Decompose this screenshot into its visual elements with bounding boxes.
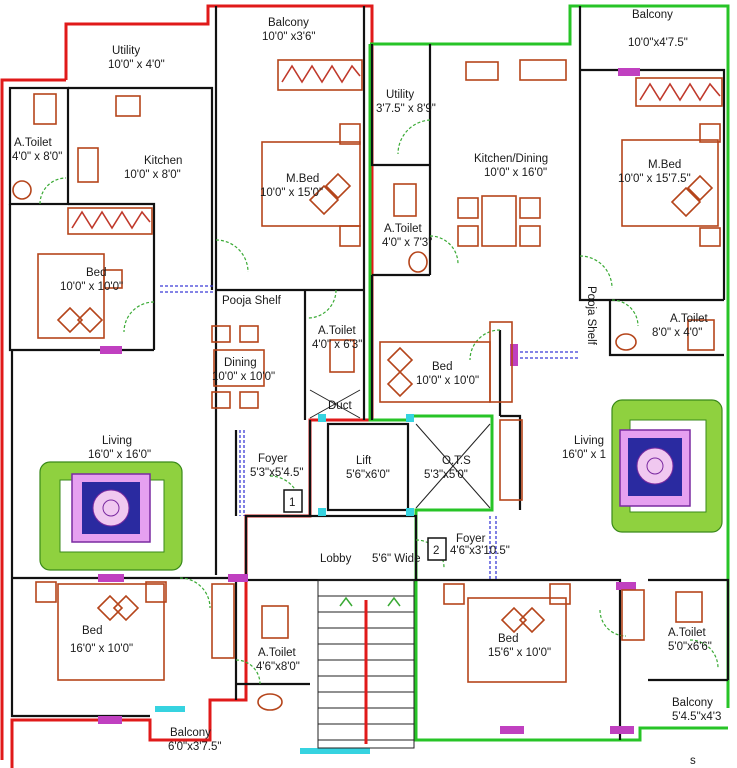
mbed-right-dim: 10'0" x 15'7.5"	[618, 173, 691, 185]
corner-mark: s	[690, 755, 696, 767]
labels: Balcony 10'0" x3'6" Utility 10'0" x 4'0"…	[12, 9, 721, 753]
foyer-left-name: Foyer	[258, 453, 288, 465]
bed-right-bottom-dim: 15'6" x 10'0"	[488, 647, 551, 659]
bed-left-top-name: Bed	[86, 267, 106, 279]
living-right-sofa	[611, 399, 723, 533]
atoilet-left-bottom-name: A.Toilet	[258, 647, 297, 659]
flat1-marker: 1	[289, 497, 295, 509]
atoilet-left-bottom-dim: 4'6"x8'0"	[256, 661, 300, 673]
utility-right-name: Utility	[386, 89, 414, 101]
counters	[67, 59, 723, 235]
utility-right-dim: 3'7.5" x 8'9"	[376, 103, 436, 115]
mbed-left-dim: 10'0" x 15'0"	[260, 187, 323, 199]
atoilet-right-top-dim: 4'0" x 7'3"	[382, 237, 432, 249]
lift-dim: 5'6"x6'0"	[346, 469, 390, 481]
pooja-left-name: Pooja Shelf	[222, 295, 282, 307]
mbed-right-name: M.Bed	[648, 159, 681, 171]
mbed-left-name: M.Bed	[286, 173, 319, 185]
kitchen-left-dim: 10'0" x 8'0"	[124, 169, 181, 181]
atoilet-right-top-name: A.Toilet	[384, 223, 423, 235]
balcony-bottom-left-name: Balcony	[170, 727, 211, 739]
lobby-dim: 5'6" Wide	[372, 553, 420, 565]
atoilet-left-mid-name: A.Toilet	[318, 325, 357, 337]
utility-left-dim: 10'0" x 4'0"	[108, 59, 165, 71]
kitchen-dining-right-name: Kitchen/Dining	[474, 153, 548, 165]
atoilet-right-mid-dim: 8'0" x 4'0"	[652, 327, 702, 339]
flat2-outline	[368, 4, 730, 742]
openings	[155, 285, 580, 754]
furniture	[12, 59, 721, 711]
living-left-dim: 16'0" x 16'0"	[88, 449, 151, 461]
atoilet-right-bottom-dim: 5'0"x6'6"	[668, 641, 712, 653]
atoilet-right-bottom-name: A.Toilet	[668, 627, 707, 639]
ots-name: O.T.S	[442, 455, 471, 467]
flat-markers: 1 2 s	[283, 489, 696, 767]
balcony-top-left-name: Balcony	[268, 17, 309, 29]
balcony-bottom-right-name: Balcony	[672, 697, 713, 709]
bed-right-mid-name: Bed	[432, 361, 452, 373]
atoilet-left-top-name: A.Toilet	[14, 137, 53, 149]
balcony-top-left-dim: 10'0" x3'6"	[262, 31, 315, 43]
balcony-top-right-dim: 10'0"x4'7.5"	[628, 37, 688, 49]
foyer-right-dim: 4'6"x3'10.5"	[450, 545, 510, 557]
pooja-right-name: Pooja Shelf	[585, 286, 597, 346]
bed-left-bottom-name: Bed	[82, 625, 102, 637]
foyer-left-dim: 5'3"x5'4.5"	[250, 467, 303, 479]
staircase	[317, 579, 415, 749]
balcony-bottom-right-dim: 5'4.5"x4'3	[672, 711, 721, 723]
lobby-name: Lobby	[320, 553, 352, 565]
living-right-dim: 16'0" x 1	[562, 449, 606, 461]
balcony-bottom-left-dim: 6'0"x3'7.5"	[168, 741, 221, 753]
dining-left-dim: 10'0" x 10'0"	[212, 371, 275, 383]
kitchen-dining-right-dim: 10'0" x 16'0"	[484, 167, 547, 179]
bed-left-top-dim: 10'0" x 10'0"	[60, 281, 123, 293]
duct-cross	[309, 389, 361, 419]
utility-left-name: Utility	[112, 45, 140, 57]
lift-name: Lift	[356, 455, 372, 467]
walls-right	[370, 6, 730, 740]
ots-dim: 5'3"x5'0"	[424, 469, 468, 481]
living-right-name: Living	[574, 435, 604, 447]
flat2-marker: 2	[433, 545, 439, 557]
bed-left-bottom-dim: 16'0" x 10'0"	[70, 643, 133, 655]
living-left-name: Living	[102, 435, 132, 447]
atoilet-right-mid-name: A.Toilet	[670, 313, 709, 325]
walls-left	[8, 6, 418, 718]
ots-cross	[415, 423, 491, 509]
windows	[98, 68, 640, 734]
balcony-top-right-name: Balcony	[632, 9, 673, 21]
dining-left-name: Dining	[224, 357, 257, 369]
atoilet-left-top-dim: 4'0" x 8'0"	[12, 151, 62, 163]
bed-right-bottom-name: Bed	[498, 633, 518, 645]
duct-name: Duct	[328, 400, 352, 412]
living-left-sofa	[39, 461, 183, 571]
foyer-right-name: Foyer	[456, 533, 486, 545]
atoilet-left-mid-dim: 4'0" x 6'3"	[312, 339, 362, 351]
bed-right-mid-dim: 10'0" x 10'0"	[416, 375, 479, 387]
kitchen-left-name: Kitchen	[144, 155, 182, 167]
